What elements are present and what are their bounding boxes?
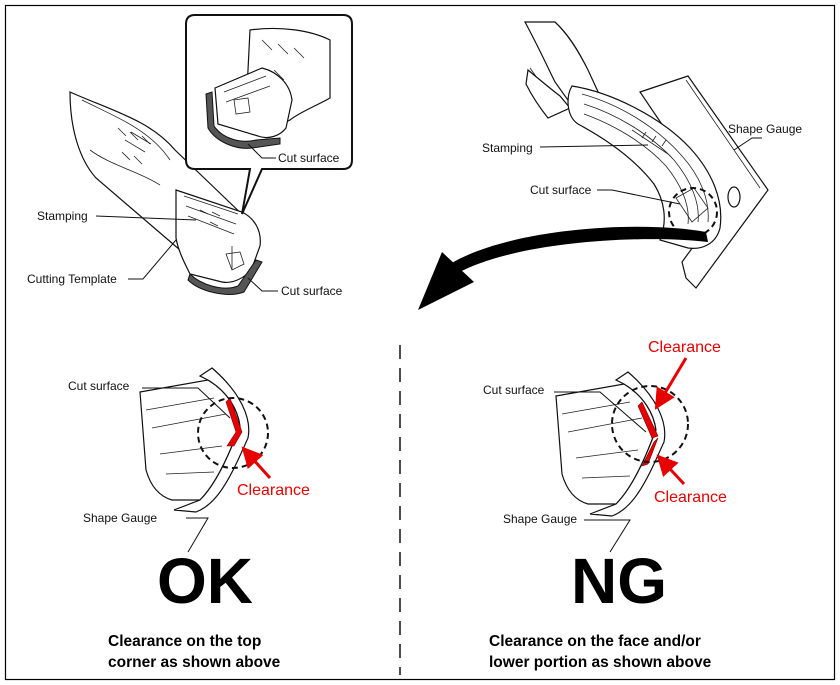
shape-gauge-label-top: Shape Gauge	[728, 122, 802, 136]
cut-surface-label-zoom: Cut surface	[278, 151, 340, 165]
ok-illustration	[139, 367, 272, 553]
zoom-callout	[185, 14, 353, 215]
ok-clearance-label: Clearance	[237, 482, 310, 499]
cutting-template-illustration	[69, 91, 278, 295]
stamping-label-left: Stamping	[37, 209, 88, 223]
ng-clearance-top-label: Clearance	[648, 339, 721, 356]
cutting-template-label: Cutting Template	[27, 272, 117, 286]
cut-surface-label-gauge: Cut surface	[530, 183, 592, 197]
ng-caption-line2: lower portion as shown above	[489, 654, 712, 671]
ng-clearance-bottom-label: Clearance	[654, 489, 727, 506]
ok-shape-gauge-label: Shape Gauge	[83, 511, 157, 525]
shape-gauge-illustration	[418, 21, 769, 310]
ng-illustration	[554, 357, 689, 553]
cut-surface-label-template: Cut surface	[281, 284, 343, 298]
ok-cut-surface-label: Cut surface	[68, 379, 130, 393]
ok-caption-line2: corner as shown above	[108, 654, 281, 671]
ng-shape-gauge-label: Shape Gauge	[503, 512, 577, 526]
ok-caption-line1: Clearance on the top	[108, 633, 261, 650]
ng-cut-surface-label: Cut surface	[483, 383, 545, 397]
ng-verdict: NG	[571, 545, 667, 617]
outer-frame	[4, 4, 836, 681]
stamping-label-right: Stamping	[482, 141, 533, 155]
ng-caption-line1: Clearance on the face and/or	[489, 633, 701, 650]
ok-verdict: OK	[157, 545, 253, 617]
